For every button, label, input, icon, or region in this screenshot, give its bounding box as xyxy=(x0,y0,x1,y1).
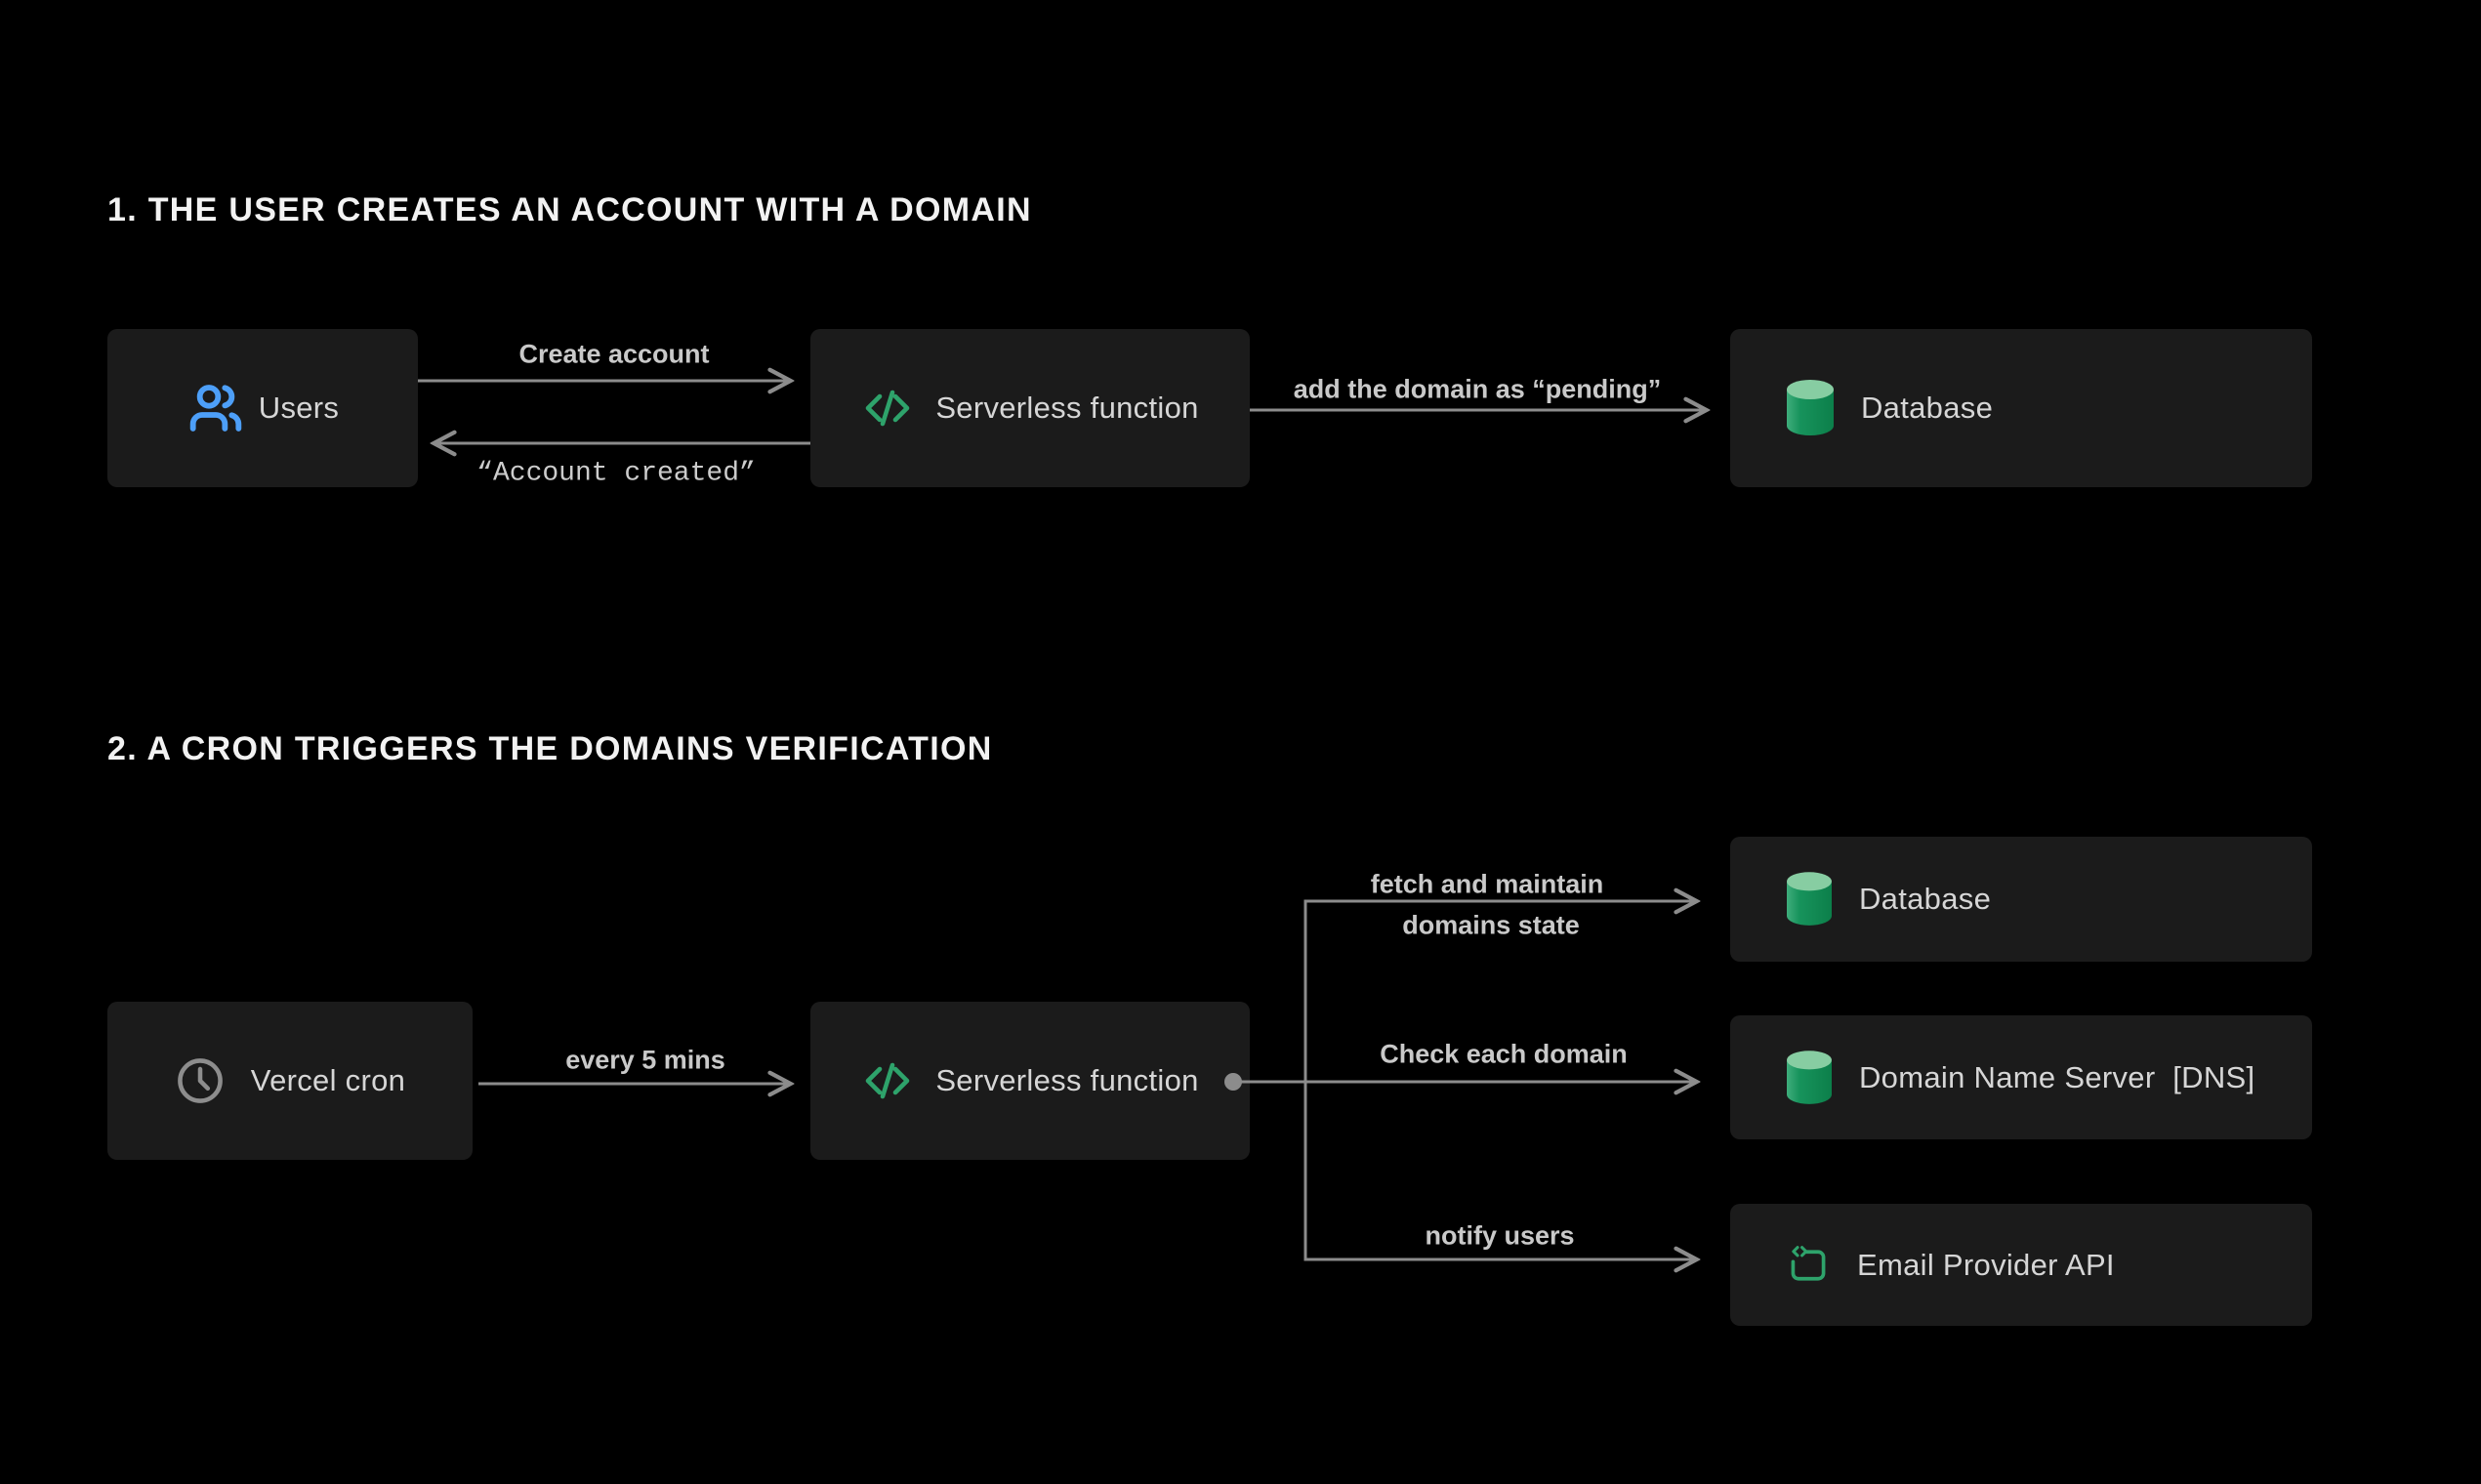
edge-label-create-account: Create account xyxy=(518,339,710,369)
database-cylinder-icon xyxy=(1787,872,1832,926)
database-node-2-label: Database xyxy=(1859,882,1992,916)
dns-node-label: Domain Name Server [DNS] xyxy=(1859,1059,2255,1094)
edge-label-add-domain: add the domain as “pending” xyxy=(1293,374,1662,404)
serverless-node-1-label: Serverless function xyxy=(935,391,1199,425)
code-icon xyxy=(866,1062,910,1099)
database-cylinder-icon xyxy=(1787,380,1834,435)
database-node-1: Database xyxy=(1730,329,2312,487)
email-provider-node: Email Provider API xyxy=(1730,1204,2312,1326)
dns-node: Domain Name Server [DNS] xyxy=(1730,1015,2312,1139)
edge-label-account-created: “Account created” xyxy=(476,458,756,489)
email-provider-node-label: Email Provider API xyxy=(1857,1247,2115,1282)
clock-icon xyxy=(177,1058,223,1103)
serverless-node-2-label: Serverless function xyxy=(935,1063,1199,1097)
vercel-cron-node-label: Vercel cron xyxy=(250,1063,406,1097)
edge-label-check-each-domain: Check each domain xyxy=(1380,1039,1628,1069)
code-icon xyxy=(866,390,910,427)
edge-label-notify-users: notify users xyxy=(1425,1220,1575,1251)
edge-label-every-5-mins: every 5 mins xyxy=(565,1045,725,1075)
section-1-title: 1. THE USER CREATES AN ACCOUNT WITH A DO… xyxy=(107,191,1032,228)
serverless-node-2: Serverless function xyxy=(810,1002,1250,1160)
edge-label-fetch-and-maintain: fetch and maintain xyxy=(1370,869,1604,899)
users-node: Users xyxy=(107,329,418,487)
edge-label-domains-state: domains state xyxy=(1402,910,1580,940)
database-cylinder-icon xyxy=(1787,1050,1832,1104)
users-node-label: Users xyxy=(258,391,340,425)
database-node-2: Database xyxy=(1730,837,2312,962)
database-node-1-label: Database xyxy=(1861,391,1994,425)
email-code-icon xyxy=(1791,1245,1826,1281)
vercel-cron-node: Vercel cron xyxy=(107,1002,473,1160)
section-2-title: 2. A CRON TRIGGERS THE DOMAINS VERIFICAT… xyxy=(107,730,993,767)
serverless-node-1: Serverless function xyxy=(810,329,1250,487)
users-icon xyxy=(189,385,242,432)
